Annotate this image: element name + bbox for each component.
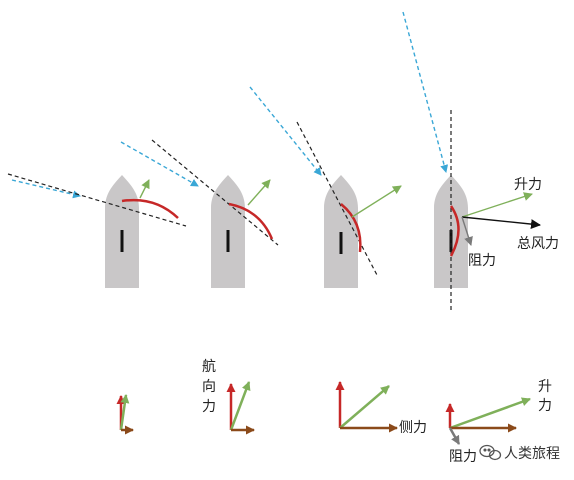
watermark: 人类旅程: [479, 444, 560, 462]
drag-arrow: [461, 216, 473, 246]
wechat-icon: [479, 444, 502, 461]
vector-group-2: 航 向 力: [202, 359, 255, 435]
sail-arc: [121, 198, 179, 219]
vector-group-4: 升 力 阻力: [445, 379, 556, 465]
heading-force-label: 航 向 力: [202, 359, 220, 415]
lift-arrow: [461, 192, 533, 218]
vector-group-3: 侧力: [335, 381, 427, 436]
heading-force-char-1: 航: [202, 359, 216, 375]
sail-arc: [340, 203, 362, 253]
sail-arc: [228, 202, 274, 240]
lift-arrow: [119, 394, 130, 431]
heading-force-char-2: 向: [202, 379, 216, 395]
vector-group-1: [116, 394, 134, 435]
watermark-text: 人类旅程: [504, 446, 560, 462]
drag-label: 阻力: [449, 449, 477, 465]
boat-group-3: [249, 86, 402, 288]
guide-line: [7, 173, 187, 227]
boat-group-1: [7, 173, 187, 288]
lift-arrow: [351, 185, 402, 218]
total-wind-arrow: [461, 216, 541, 230]
wind-line: [402, 11, 449, 173]
lift-label: 升 力: [538, 379, 556, 414]
wind-line: [249, 86, 322, 176]
boat-group-4: 升力 总风力 阻力: [402, 11, 559, 310]
lift-char-1: 升: [538, 379, 552, 395]
lift-arrow: [229, 381, 251, 431]
lift-arrow: [339, 385, 390, 429]
lift-label: 升力: [514, 177, 542, 193]
mast: [226, 230, 230, 252]
lift-arrow: [139, 179, 150, 199]
guide-line: [296, 121, 378, 276]
lift-arrow: [247, 179, 271, 206]
sail-arc: [449, 205, 460, 257]
wind-line: [11, 179, 81, 199]
lift-char-2: 力: [538, 398, 552, 414]
wind-line: [120, 141, 199, 187]
drag-arrow: [448, 427, 461, 445]
total-wind-force-label: 总风力: [517, 236, 559, 252]
boat-group-2: [120, 139, 279, 288]
mast: [120, 230, 124, 252]
guide-line: [151, 139, 279, 246]
mast: [339, 232, 343, 254]
heading-force-char-3: 力: [202, 399, 216, 415]
lift-arrow: [449, 397, 531, 430]
boat-hull: [324, 175, 358, 288]
mast: [449, 230, 453, 252]
side-force-label: 侧力: [399, 420, 427, 436]
drag-label: 阻力: [468, 253, 496, 269]
